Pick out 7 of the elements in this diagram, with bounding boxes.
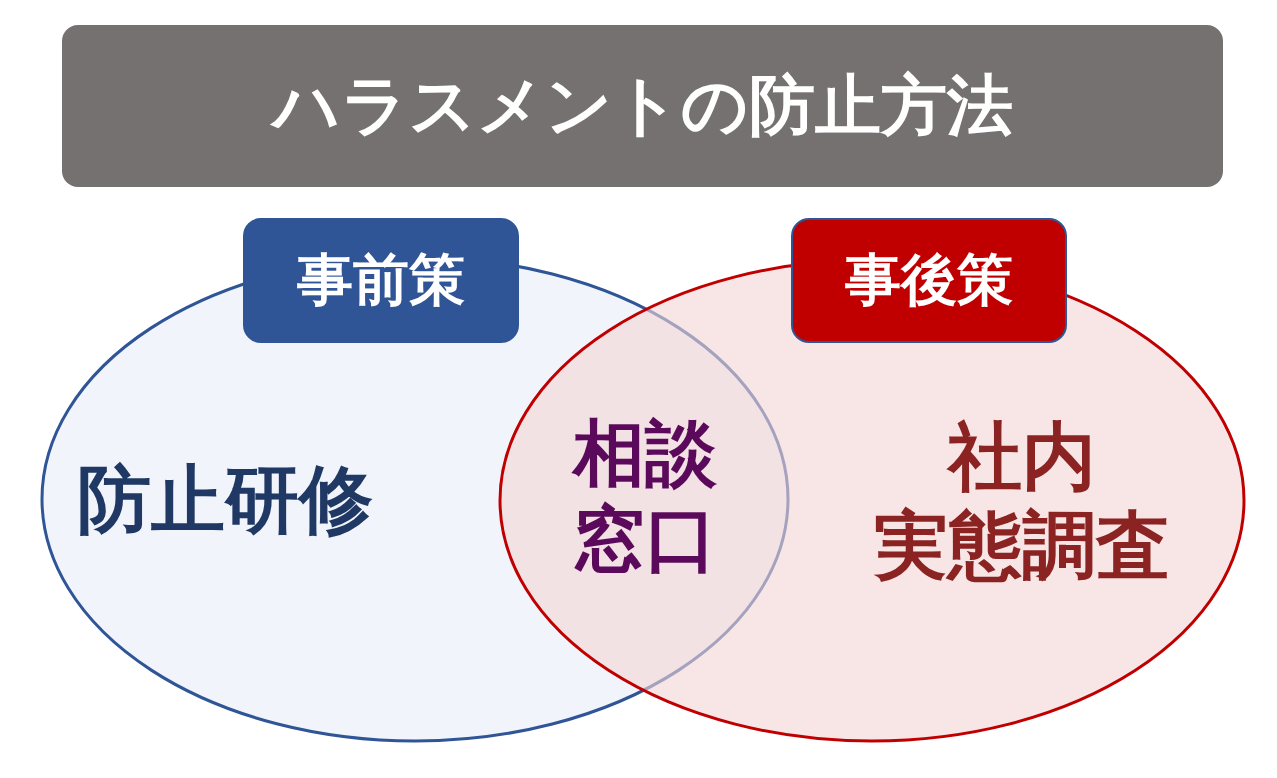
heading-tab: 事前策: [243, 218, 519, 343]
circle-text: 社内: [948, 411, 1096, 501]
title-banner: ハラスメントの防止方法: [62, 25, 1223, 187]
circle-text: 実態調査: [874, 500, 1170, 590]
overlap-text: 相談窓口: [570, 410, 718, 583]
heading-tab: 事後策: [791, 218, 1067, 343]
circle-text: 防止研修: [77, 454, 373, 544]
